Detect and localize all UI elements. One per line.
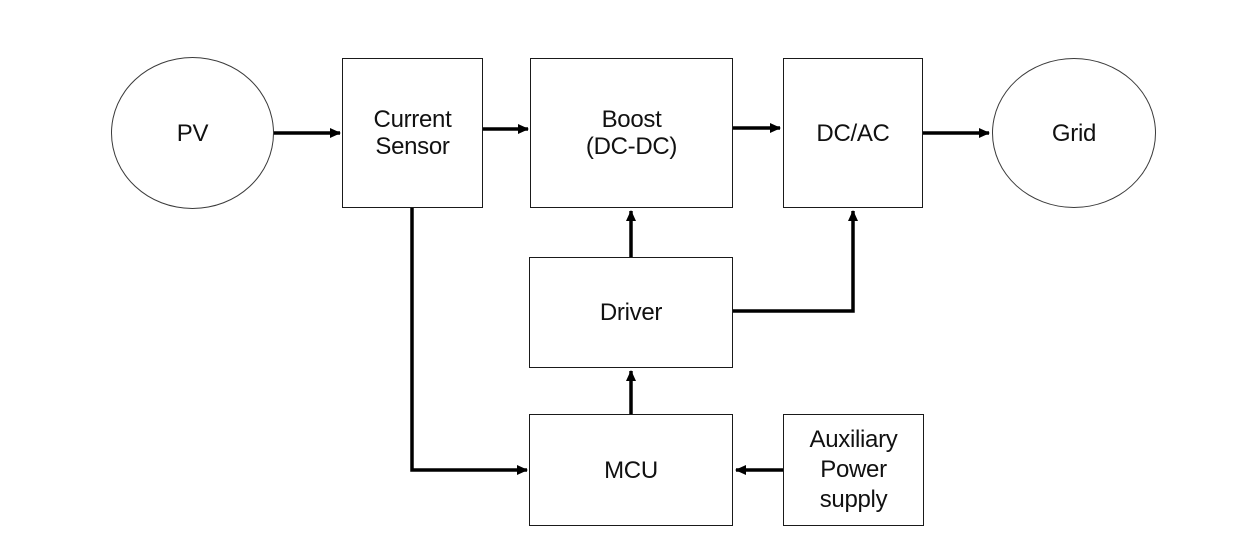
- edge-driver-to-dcac: [733, 210, 858, 313]
- node-pv: PV: [111, 57, 274, 209]
- edge-current-sensor-to-mcu: [410, 208, 528, 475]
- node-grid-label: Grid: [1051, 119, 1097, 147]
- node-mcu: MCU: [529, 414, 733, 526]
- node-dcac: DC/AC: [783, 58, 923, 208]
- node-grid: Grid: [992, 58, 1156, 208]
- node-driver-label: Driver: [599, 299, 663, 326]
- node-aux-power-supply-label: Auxiliary Power supply: [809, 426, 898, 513]
- node-current-sensor: Current Sensor: [342, 58, 483, 208]
- node-current-sensor-label: Current Sensor: [373, 106, 452, 160]
- node-pv-label: PV: [176, 119, 209, 147]
- node-mcu-label: MCU: [604, 456, 658, 484]
- node-boost-dcdc: Boost (DC-DC): [530, 58, 733, 208]
- node-dcac-label: DC/AC: [816, 119, 890, 147]
- node-boost-dcdc-label: Boost (DC-DC): [585, 106, 678, 160]
- node-aux-power-supply: Auxiliary Power supply: [783, 414, 924, 526]
- node-driver: Driver: [529, 257, 733, 368]
